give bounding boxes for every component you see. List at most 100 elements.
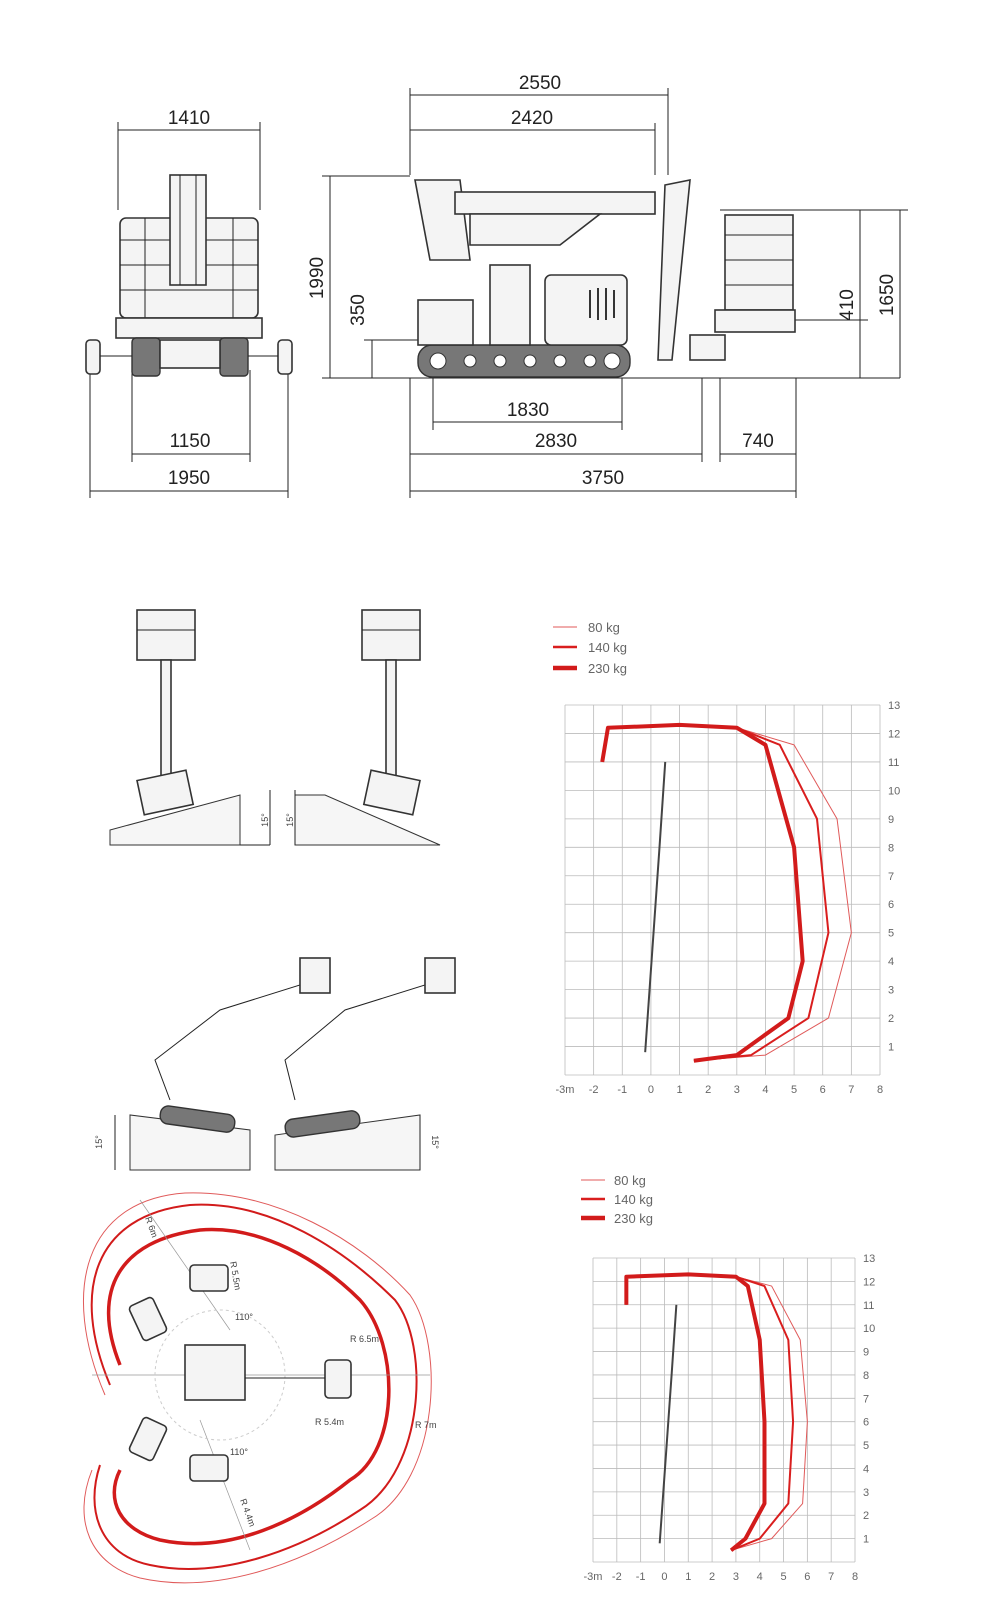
chart-x-tick-label: 3 — [734, 1084, 740, 1096]
chart-1-legend-230: 230 kg — [588, 661, 627, 676]
chart-x-tick-label: 6 — [804, 1571, 810, 1583]
dim-side-350: 350 — [348, 294, 369, 326]
chart-2-legend-140: 140 kg — [614, 1192, 653, 1207]
chart-x-tick-label: 5 — [780, 1571, 786, 1583]
dim-side-2420: 2420 — [511, 108, 553, 129]
chart-y-tick-label: 13 — [888, 700, 900, 712]
chart-y-tick-label: 13 — [863, 1253, 875, 1265]
dim-side-3750: 3750 — [582, 468, 624, 489]
chart-x-tick-label: 4 — [757, 1571, 763, 1583]
chart-y-tick-label: 10 — [888, 785, 900, 797]
chart-x-tick-label: 3 — [733, 1571, 739, 1583]
slope-label-tl: 15° — [260, 813, 270, 827]
chart-x-tick-label: 4 — [762, 1084, 768, 1096]
chart-y-tick-label: 5 — [863, 1440, 869, 1452]
chart-x-tick-label: -3m — [584, 1571, 603, 1583]
chart-x-tick-label: 1 — [685, 1571, 691, 1583]
chart-y-tick-label: 11 — [863, 1300, 874, 1312]
top-view: R 6m R 5.5m R 6.5m R 7m R 5.4m R 4.4m 11… — [83, 1192, 437, 1584]
chart-x-tick-label: 8 — [852, 1571, 858, 1583]
top-radius-6: R 4.4m — [238, 1497, 257, 1528]
chart-y-tick-label: 6 — [888, 899, 894, 911]
chart-y-tick-label: 3 — [863, 1487, 869, 1499]
chart-y-tick-label: 3 — [888, 985, 894, 997]
chart-y-tick-label: 6 — [863, 1417, 869, 1429]
chart-y-tick-label: 4 — [863, 1463, 869, 1475]
chart-x-tick-label: 2 — [705, 1084, 711, 1096]
chart-series-line-140-kg — [601, 723, 830, 1062]
chart-x-tick-label: -1 — [636, 1571, 646, 1583]
slope-label-tr: 15° — [285, 813, 295, 827]
chart-y-tick-label: 5 — [888, 928, 894, 940]
chart-y-tick-label: 7 — [888, 871, 894, 883]
chart-x-tick-label: 7 — [828, 1571, 834, 1583]
chart-x-tick-label: 0 — [661, 1571, 667, 1583]
chart-series-line-140-kg — [625, 1273, 795, 1552]
chart-y-tick-label: 2 — [888, 1013, 894, 1025]
top-angle-2: 110° — [230, 1447, 248, 1457]
chart-x-tick-label: 7 — [848, 1084, 854, 1096]
chart-x-tick-label: -3m — [556, 1084, 575, 1096]
chart-1-legend-140: 140 kg — [588, 640, 627, 655]
slope-front-views: 15° 15° — [109, 609, 441, 846]
front-view: 1410 1150 1950 — [85, 108, 293, 498]
chart-y-tick-label: 8 — [863, 1370, 869, 1382]
dim-side-2550: 2550 — [519, 73, 561, 94]
chart-series-line-80-kg — [601, 724, 852, 1062]
top-radius-4: R 7m — [415, 1420, 437, 1430]
chart-y-tick-label: 9 — [863, 1347, 869, 1359]
dim-front-1410: 1410 — [168, 108, 210, 129]
chart-y-tick-label: 8 — [888, 842, 894, 854]
dim-side-740: 740 — [742, 431, 774, 452]
chart-machine-boom — [658, 1304, 678, 1544]
chart-y-tick-label: 7 — [863, 1393, 869, 1405]
chart-x-tick-label: 2 — [709, 1571, 715, 1583]
top-radius-5: R 5.4m — [315, 1417, 344, 1427]
dim-side-2830: 2830 — [535, 431, 577, 452]
chart-x-tick-label: 5 — [791, 1084, 797, 1096]
dim-side-1990: 1990 — [307, 257, 328, 299]
top-radius-3: R 6.5m — [350, 1334, 379, 1344]
chart-series-line-230-kg — [600, 722, 805, 1063]
chart-series-line-230-kg — [624, 1272, 767, 1552]
chart-x-tick-label: 6 — [820, 1084, 826, 1096]
dim-front-1150: 1150 — [170, 431, 211, 452]
chart-1-legend: 80 kg 140 kg 230 kg — [553, 620, 627, 676]
slope-label-bl: 15° — [94, 1135, 104, 1149]
chart-x-tick-label: -1 — [617, 1084, 627, 1096]
top-radius-2: R 5.5m — [228, 1261, 243, 1291]
chart-2-legend: 80 kg 140 kg 230 kg — [581, 1173, 653, 1226]
chart-y-tick-label: 11 — [888, 757, 899, 769]
dim-front-1950: 1950 — [168, 468, 210, 489]
chart-y-tick-label: 4 — [888, 956, 894, 968]
chart-x-tick-label: -2 — [612, 1571, 622, 1583]
chart-y-tick-label: 12 — [863, 1276, 875, 1288]
chart-y-tick-label: 2 — [863, 1510, 869, 1522]
chart-y-tick-label: 12 — [888, 728, 900, 740]
dim-side-1830: 1830 — [507, 400, 549, 421]
top-radius-1: R 6m — [143, 1215, 160, 1239]
chart-machine-boom — [644, 761, 667, 1053]
chart-x-tick-label: 8 — [877, 1084, 883, 1096]
chart-y-tick-label: 1 — [863, 1534, 869, 1546]
side-view: 2550 2420 1990 350 1830 2830 740 3750 41… — [307, 73, 908, 498]
slope-label-br: 15° — [430, 1135, 440, 1149]
dim-side-410: 410 — [837, 289, 858, 321]
chart-x-tick-label: 1 — [676, 1084, 682, 1096]
chart-2-legend-80: 80 kg — [614, 1173, 646, 1188]
chart-x-tick-label: -2 — [589, 1084, 599, 1096]
chart-y-tick-label: 9 — [888, 814, 894, 826]
chart-series-line-80-kg — [625, 1273, 808, 1551]
slope-side-views: 15° 15° — [94, 957, 456, 1171]
dim-side-1650: 1650 — [877, 274, 898, 316]
chart-x-tick-label: 0 — [648, 1084, 654, 1096]
chart-2-legend-230: 230 kg — [614, 1211, 653, 1226]
chart-y-tick-label: 10 — [863, 1323, 875, 1335]
top-angle-1: 110° — [235, 1312, 253, 1322]
chart-1-legend-80: 80 kg — [588, 620, 620, 635]
